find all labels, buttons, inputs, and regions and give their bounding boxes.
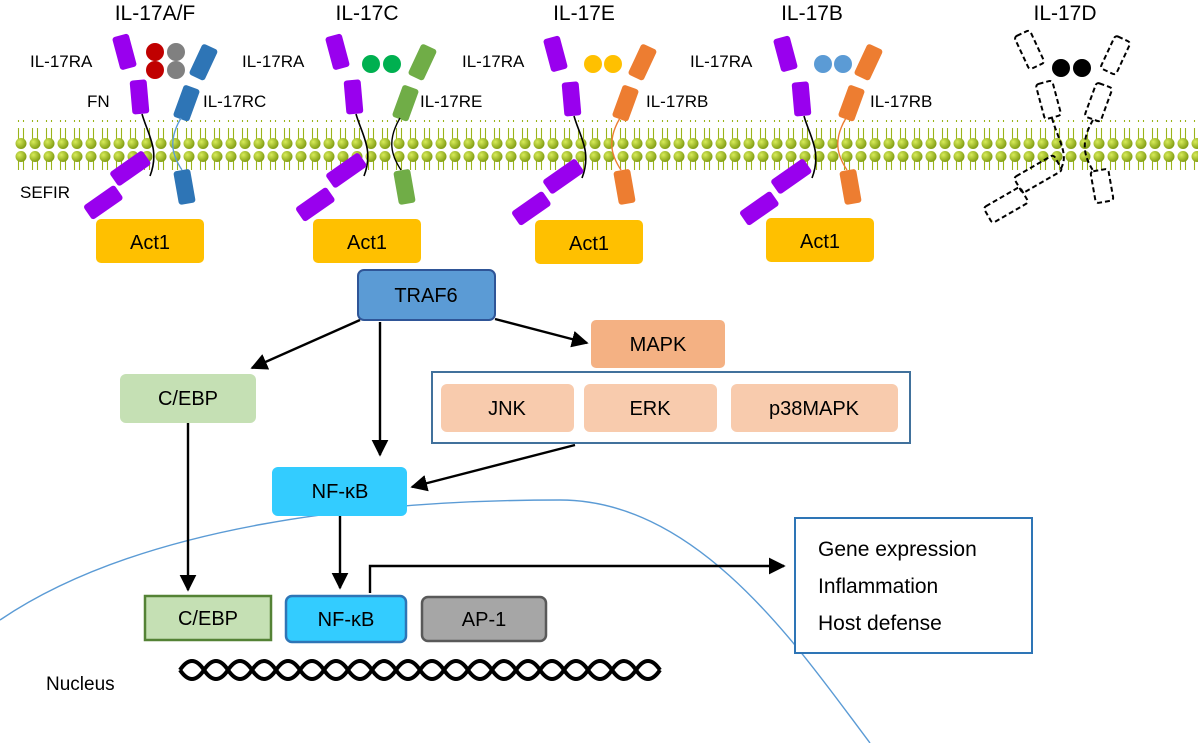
ligand-dimer	[362, 55, 380, 73]
jnk-box	[441, 384, 574, 432]
receptor-il17c: IL-17C IL-17RA IL-17RE Act1	[242, 2, 482, 263]
arrow-nfkb-outcomes	[368, 557, 786, 593]
il17ra-domain	[325, 33, 350, 70]
outcome-gene-expression: Gene expression	[818, 538, 977, 561]
act1-box	[766, 218, 874, 262]
chain2-label: IL-17RC	[203, 92, 266, 111]
receptor-il17b: IL-17B IL-17RA IL-17RB Act1	[690, 2, 932, 262]
act1-label: Act1	[347, 232, 387, 254]
nuclear-ap1-box	[420, 595, 548, 643]
chain2-label: IL-17RB	[646, 92, 708, 111]
receptor-il17af: IL-17A/F IL-17RA FN IL-17RC SEFIR Act1	[20, 2, 266, 263]
chain1-label: IL-17RA	[462, 52, 525, 71]
nfkb-box	[272, 467, 407, 516]
mapk-members-frame	[431, 371, 911, 444]
ligand-dimer	[146, 43, 164, 61]
chain1-label: IL-17RA	[242, 52, 305, 71]
nuclear-nfkb-label: NF-κB	[318, 609, 375, 631]
mapk-label: MAPK	[630, 334, 687, 356]
outcomes-frame	[794, 517, 1033, 654]
il17rb-domain	[854, 44, 883, 81]
ligand-dimer	[814, 55, 832, 73]
ligand-title: IL-17A/F	[115, 2, 196, 25]
il17re-domain	[408, 44, 437, 81]
p38mapk-box	[731, 384, 898, 432]
nucleus-envelope	[0, 499, 871, 743]
chain1-label: IL-17RA	[690, 52, 753, 71]
dna-helix-icon	[178, 659, 662, 681]
nuclear-factors: C/EBP NF-κB AP-1	[143, 594, 662, 681]
receptor-il17d: IL-17D	[983, 2, 1131, 224]
mapk-box	[591, 320, 725, 368]
chain2-label: IL-17RB	[870, 92, 932, 111]
traf6-label: TRAF6	[394, 285, 457, 307]
nuclear-cebp-label: C/EBP	[178, 608, 238, 630]
ligand-title: IL-17D	[1033, 2, 1096, 25]
il17ra-domain	[773, 35, 798, 72]
ligand-title: IL-17E	[553, 2, 615, 25]
arrow-traf6-mapk	[494, 317, 589, 348]
nfkb-label: NF-κB	[312, 481, 369, 503]
il17rc-domain	[189, 44, 218, 81]
il17ra-domain	[112, 33, 137, 70]
traf6-box	[357, 269, 496, 321]
act1-box	[535, 220, 643, 264]
act1-box	[96, 219, 204, 263]
cell-membrane	[14, 120, 1198, 170]
outcomes-panel: Gene expression Inflammation Host defens…	[794, 517, 1033, 654]
fn-label: FN	[87, 92, 110, 111]
arrow-mapk-nfkb	[410, 443, 576, 492]
arrow-traf6-cebp	[250, 318, 361, 370]
nuclear-cebp-box	[143, 594, 273, 642]
sefir-domain	[110, 151, 151, 186]
outcome-host-defense: Host defense	[818, 612, 942, 635]
jnk-label: JNK	[488, 398, 526, 420]
erk-box	[584, 384, 717, 432]
signaling-cascade: TRAF6 MAPK JNK ERK p38MAPK C/EBP NF-κB	[120, 269, 911, 593]
p38mapk-label: p38MAPK	[769, 398, 860, 420]
cebp-box	[120, 374, 256, 423]
il17rb-domain	[628, 44, 657, 81]
sefir-label: SEFIR	[20, 183, 70, 202]
il17ra-domain	[543, 35, 568, 72]
act1-label: Act1	[800, 231, 840, 253]
ligand-dimer	[1052, 59, 1070, 77]
nuclear-nfkb-box	[284, 594, 408, 644]
chain1-label: IL-17RA	[30, 52, 93, 71]
act1-label: Act1	[130, 232, 170, 254]
chain2-label: IL-17RE	[420, 92, 482, 111]
nuclear-ap1-label: AP-1	[462, 609, 506, 631]
ligand-dimer	[584, 55, 602, 73]
act1-label: Act1	[569, 233, 609, 255]
ligand-title: IL-17B	[781, 2, 843, 25]
cebp-label: C/EBP	[158, 388, 218, 410]
outcome-inflammation: Inflammation	[818, 575, 938, 598]
ligand-title: IL-17C	[335, 2, 398, 25]
act1-box	[313, 219, 421, 263]
receptor-il17e: IL-17E IL-17RA IL-17RB Act1	[462, 2, 708, 264]
erk-label: ERK	[629, 398, 671, 420]
nucleus-label: Nucleus	[46, 674, 115, 695]
